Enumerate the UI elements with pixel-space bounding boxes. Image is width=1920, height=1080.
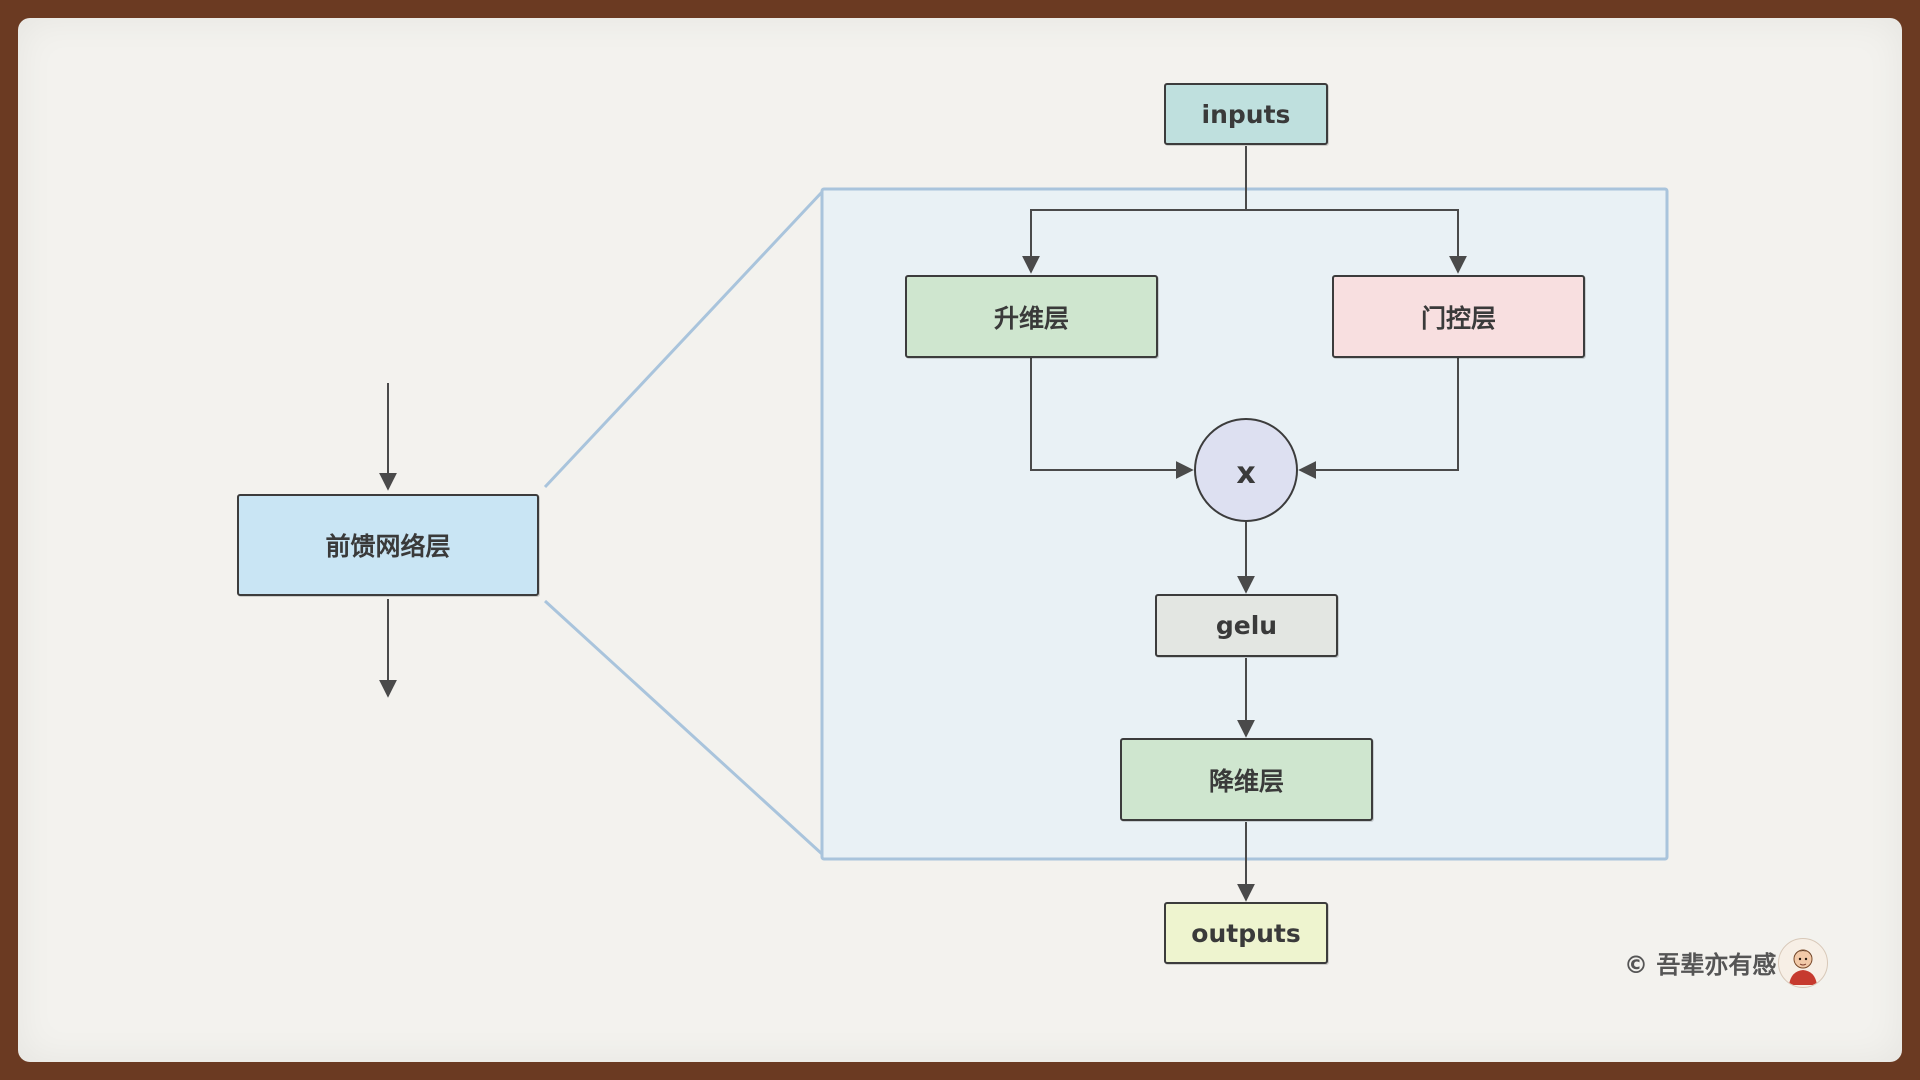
arrow-to-gate-layer (1246, 209, 1467, 274)
up-layer-node: 升维层 (905, 275, 1158, 358)
gate-layer-node: 门控层 (1332, 275, 1585, 358)
inputs-label: inputs (1201, 99, 1291, 129)
outputs-node: outputs (1164, 902, 1328, 964)
inputs-node: inputs (1164, 83, 1328, 145)
down-layer-label: 降维层 (1208, 766, 1284, 796)
up-layer-label: 升维层 (993, 303, 1069, 333)
arrow-up-to-multiply (1030, 358, 1194, 479)
down-layer-node: 降维层 (1120, 738, 1373, 821)
multiply-label: x (1236, 456, 1255, 491)
credit-text: © 吾辈亦有感 (1624, 950, 1777, 979)
gate-layer-label: 门控层 (1420, 303, 1496, 333)
multiply-node (1194, 418, 1298, 522)
zoom-line-top (543, 190, 824, 489)
gelu-node: gelu (1155, 594, 1338, 657)
person-avatar-icon (1778, 938, 1828, 988)
arrow-to-up-layer (1022, 209, 1246, 274)
ffn-layer-node: 前馈网络层 (237, 494, 539, 596)
zoom-line-bottom (543, 599, 824, 856)
outputs-label: outputs (1191, 918, 1301, 948)
arrow-gate-to-multiply (1298, 358, 1459, 479)
ffn-layer-label: 前馈网络层 (325, 532, 451, 561)
gelu-label: gelu (1215, 611, 1278, 640)
